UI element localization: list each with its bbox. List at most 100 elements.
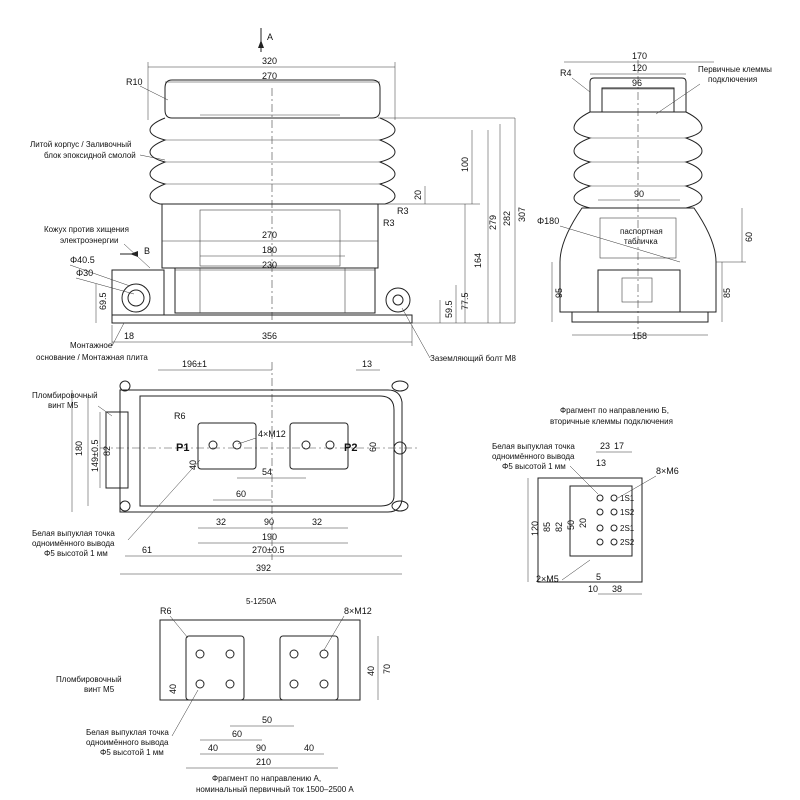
label-cast-body-line2: блок эпоксидной смолой	[44, 151, 136, 160]
hole-p2-a	[301, 440, 311, 450]
fa-dim-50: 50	[262, 715, 272, 725]
label-primary-line2: подключения	[708, 75, 757, 84]
dim-180: 180	[262, 245, 277, 255]
term-label-4: 2S2	[620, 538, 635, 547]
fa-hole-2	[225, 649, 235, 659]
dim-392: 392	[256, 563, 271, 573]
dim-b-38: 38	[612, 584, 622, 594]
dim-d30: Φ30	[76, 268, 93, 278]
label-p1: P1	[176, 442, 189, 454]
fa-dim-40-left: 40	[168, 684, 178, 694]
fragment-a: 5-1250A R6 8×M12 40 40 70 50 60 40 90 40…	[56, 597, 392, 794]
leader-fa-dot	[171, 689, 199, 737]
term-hole-7	[596, 538, 604, 546]
fragment-a-plate-left	[185, 635, 245, 701]
hole-p1-b	[232, 440, 242, 450]
fa-caption-line1: Фрагмент по направлению А,	[212, 774, 321, 783]
dim-18: 18	[124, 331, 134, 341]
dim-82: 82	[102, 446, 112, 456]
fa-dot-line3: Φ5 высотой 1 мм	[100, 748, 164, 757]
fa-dim-40a: 40	[208, 743, 218, 753]
primary-terminal-block	[601, 87, 675, 113]
label-plate-line1: паспортная	[620, 227, 663, 236]
fragment-b-frame	[537, 477, 643, 583]
dim-b-82: 82	[554, 522, 564, 532]
dim-40: 40	[188, 460, 198, 470]
radius-r3b: R3	[383, 218, 395, 228]
dim-158: 158	[632, 331, 647, 341]
side-cap	[589, 77, 687, 113]
fragment-b-dot-line1: Белая выпуклая точка	[492, 442, 575, 451]
term-label-2: 1S2	[620, 508, 635, 517]
leader-r10	[139, 85, 169, 101]
dim-230: 230	[262, 260, 277, 270]
dim-307: 307	[517, 207, 527, 222]
side-body	[559, 207, 717, 313]
leader-cover	[123, 243, 151, 269]
side-base-plate	[571, 311, 709, 323]
fa-dot-line2: однoимённого вывода	[86, 738, 169, 747]
label-base-line2: основание / Монтажная плита	[36, 353, 148, 362]
lug-top-right	[391, 380, 409, 392]
label-p2: P2	[344, 442, 357, 454]
fa-seal-line2: винт М5	[84, 685, 115, 694]
terminal-p1	[197, 422, 257, 470]
leader-fa-r6	[169, 615, 189, 639]
ground-bolt-inner	[392, 294, 404, 306]
dim-d40-5: Φ40.5	[70, 255, 95, 265]
term-hole-2	[610, 494, 618, 502]
dim-13: 13	[362, 359, 372, 369]
mark-b: B	[144, 246, 150, 256]
top-view: P1 P2 196±1 13 R6 4×M12 40 54 60 60 180 …	[32, 359, 420, 575]
dim-60: 60	[744, 232, 754, 242]
fragment-b: Фрагмент по направлению Б, вторичные кле…	[492, 406, 679, 595]
dim-4xm12: 4×M12	[258, 429, 286, 439]
dim-96: 96	[632, 78, 642, 88]
fragment-a-plate-right	[279, 635, 339, 701]
term-label-3: 2S1	[620, 524, 635, 533]
leader-cast-body	[139, 154, 166, 161]
term-hole-1	[596, 494, 604, 502]
dim-95: 95	[554, 288, 564, 298]
radius-r10: R10	[126, 77, 143, 87]
hole-p1-a	[208, 440, 218, 450]
radius-r4: R4	[560, 68, 572, 78]
term-hole-3	[596, 508, 604, 516]
leader-seal	[97, 405, 113, 417]
secondary-bushing-outer	[121, 283, 151, 313]
leader-fa-8xm12	[323, 615, 345, 651]
leader-base	[111, 322, 125, 347]
dim-60-right: 60	[368, 442, 378, 452]
fa-dim-70: 70	[382, 664, 392, 674]
leader-ground-bolt	[401, 307, 431, 359]
section-arrow-a	[258, 40, 264, 48]
fa-radius-r6: R6	[160, 606, 172, 616]
fa-dim-210: 210	[256, 757, 271, 767]
dim-60: 60	[236, 489, 246, 499]
dim-77-5: 77.5	[460, 292, 470, 310]
section-mark-a: A	[267, 32, 273, 42]
leader-4xm12	[237, 437, 257, 445]
fa-hole-8	[319, 679, 329, 689]
fa-dim-90: 90	[256, 743, 266, 753]
lug-bottom-left	[119, 500, 131, 512]
secondary-terminal-inner	[621, 277, 653, 303]
dim-164: 164	[473, 253, 483, 268]
dim-270: 270±0.5	[252, 545, 284, 555]
ground-symbol	[393, 441, 407, 455]
front-view: A B 320 270 R10	[30, 28, 527, 363]
dim-270-mid: 270	[262, 230, 277, 240]
dim-90: 90	[634, 189, 644, 199]
lug-top-left	[119, 380, 131, 392]
dim-270-top: 270	[262, 71, 277, 81]
hole-p2-b	[325, 440, 335, 450]
leader-dot	[127, 459, 201, 541]
leader-d30	[75, 277, 135, 295]
fa-hole-1	[195, 649, 205, 659]
lower-body	[174, 267, 376, 314]
dim-69-5: 69.5	[98, 292, 108, 310]
fa-dim-40b: 40	[304, 743, 314, 753]
dim-b-23: 23	[600, 441, 610, 451]
term-hole-6	[610, 524, 618, 532]
